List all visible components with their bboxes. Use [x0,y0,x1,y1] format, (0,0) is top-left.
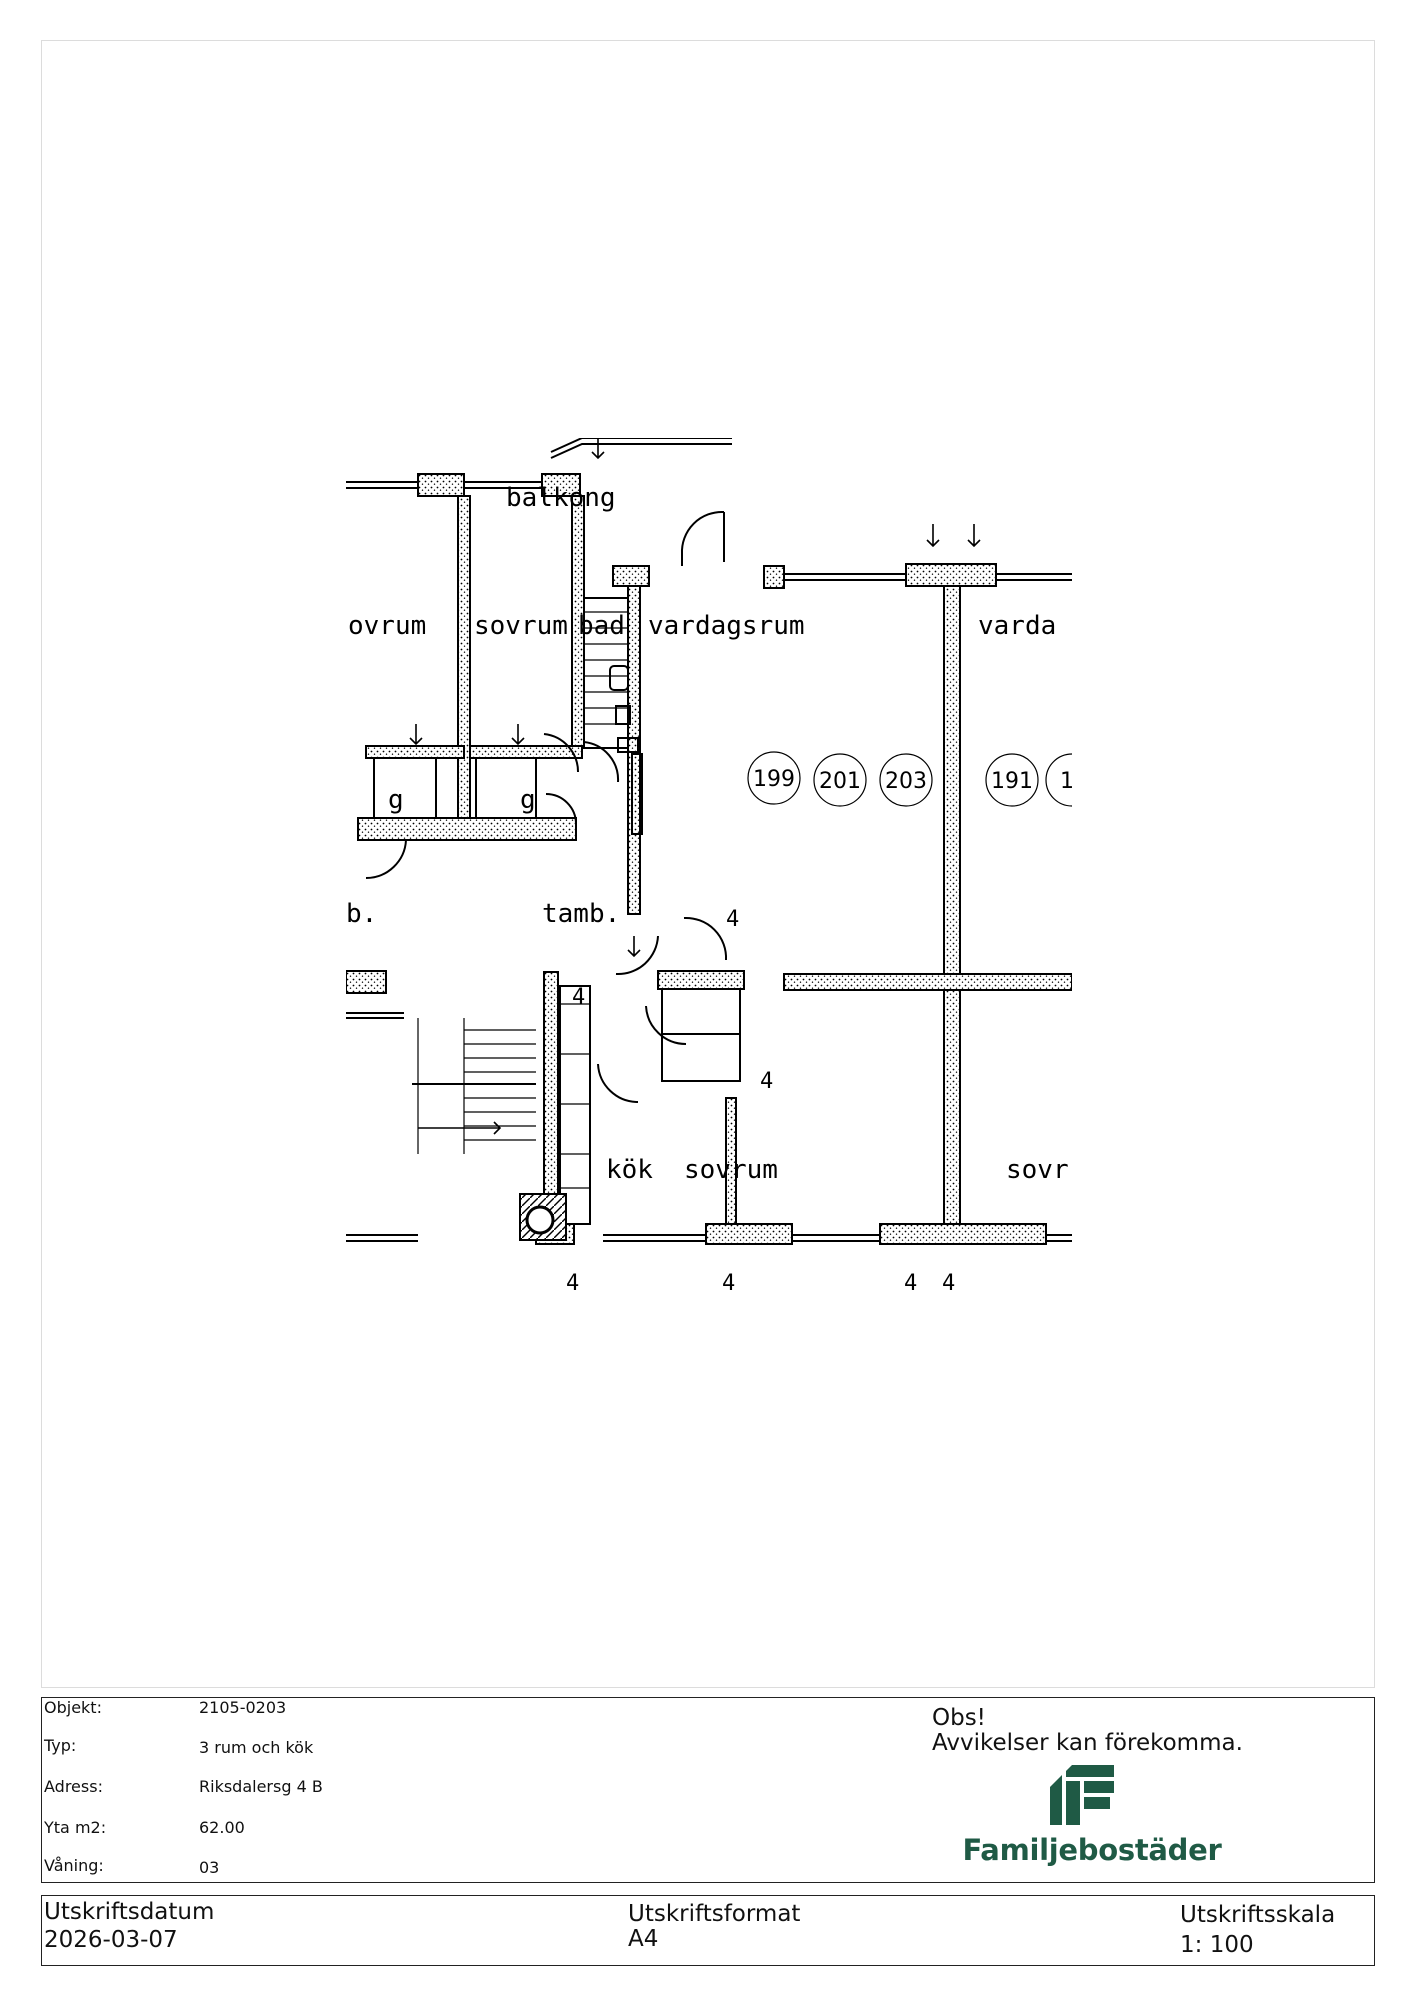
yta-value: 62.00 [199,1818,245,1837]
room-number: 201 [819,769,861,794]
logo-wordmark: Familjebostäder [962,1833,1222,1867]
dimension-mark: 4 [760,1069,773,1094]
room-number-circle [813,753,867,807]
room-label-sovr-partial: sovr [1006,1155,1069,1185]
room-number-circle [985,753,1039,807]
adress-value: Riksdalersg 4 B [199,1777,323,1796]
object-info-box: Objekt: 2105-0203 Typ: 3 rum och kök Adr… [41,1697,1375,1883]
print-format-label: Utskriftsformat [628,1901,801,1927]
door-swings [365,510,728,1104]
dimension-mark: 4 [942,1271,955,1296]
vaning-value: 03 [199,1858,220,1877]
print-date-label: Utskriftsdatum [44,1899,215,1925]
room-label-kok: kök [606,1155,653,1185]
room-number-circles [747,751,1072,807]
disclaimer-text: Avvikelser kan förekomma. [932,1730,1243,1756]
typ-label: Typ: [44,1736,77,1755]
room-number: 1 [1060,769,1072,794]
familjebostader-logo: Familjebostäder [957,1765,1227,1881]
print-scale-label: Utskriftsskala [1180,1902,1336,1928]
room-number: 199 [753,767,795,792]
print-format-value: A4 [628,1926,659,1952]
floor-plan-drawing: balkong ovrum sovrum bad vardagsrum vard… [346,438,1072,1296]
print-date: Utskriftsdatum 2026-03-07 [44,1898,214,1954]
room-number-circle [747,751,801,805]
objekt-value: 2105-0203 [199,1698,287,1717]
room-label-bad: bad [578,611,625,641]
house-logo-icon [1050,1765,1114,1825]
dimension-mark: 4 [566,1271,579,1296]
room-label-balkong: balkong [506,483,616,513]
dimension-mark: 4 [572,985,585,1010]
dimension-mark: 4 [726,907,739,932]
room-label-vardag-partial: varda [978,611,1056,641]
room-label-sovrum-bottom: sovrum [684,1155,778,1185]
vaning-label: Våning: [44,1856,104,1875]
room-number: 203 [885,769,927,794]
arrow-icons [409,438,981,1135]
print-scale-value: 1: 100 [1180,1932,1254,1958]
room-label-vardagsrum: vardagsrum [648,611,805,641]
room-label-sovrum-top: sovrum [474,611,568,641]
dimension-mark: 4 [904,1271,917,1296]
typ-value: 3 rum och kök [199,1738,314,1757]
room-number: 191 [991,769,1033,794]
room-label-sovrum-left: ovrum [348,611,426,641]
closet-label: g [388,785,404,815]
yta-label: Yta m2: [44,1818,107,1837]
closet-label: g [520,785,536,815]
print-scale: Utskriftsskala 1: 100 [1180,1900,1335,1960]
disclaimer: Obs! Avvikelser kan förekomma. [932,1706,1243,1756]
room-label-tamb: tamb. [542,899,620,929]
room-number-circle [879,753,933,807]
print-date-value: 2026-03-07 [44,1927,178,1953]
objekt-label: Objekt: [44,1698,102,1717]
room-number-circle [1045,753,1072,807]
print-info-box: Utskriftsdatum 2026-03-07 Utskriftsforma… [41,1895,1375,1966]
dimension-mark: 4 [722,1271,735,1296]
print-format: Utskriftsformat A4 [628,1902,800,1952]
disclaimer-title: Obs! [932,1705,986,1731]
adress-label: Adress: [44,1777,103,1796]
room-label-tamb-partial: b. [346,899,377,929]
facade-lines [346,438,1072,1242]
fixtures [373,597,741,1241]
drawing-frame [41,40,1375,1688]
floor-plan: balkong ovrum sovrum bad vardagsrum vard… [346,438,1072,1330]
